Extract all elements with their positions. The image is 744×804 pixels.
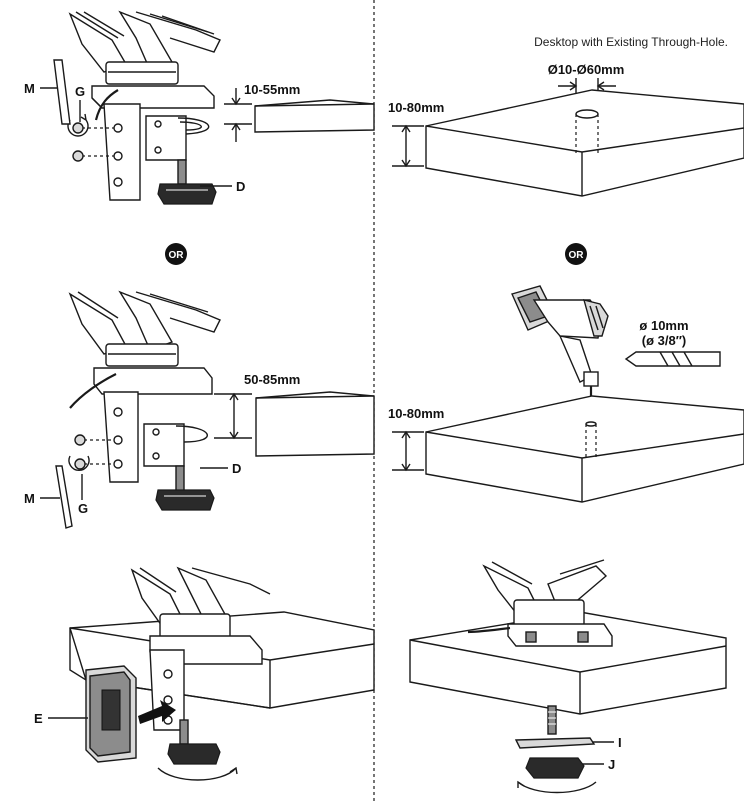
c-clamp	[143, 423, 208, 493]
label-g: G	[75, 84, 85, 99]
screw	[72, 150, 84, 162]
clamp-plate	[103, 103, 141, 201]
clamp-range-1: 10-55mm	[244, 82, 300, 97]
screw	[74, 434, 86, 446]
desk-slab	[255, 391, 375, 457]
pilot-hole	[585, 421, 597, 427]
drill-icon	[511, 285, 609, 418]
allen-key	[53, 59, 71, 125]
screw	[72, 122, 84, 134]
monitor-arm	[467, 559, 613, 647]
tightening-knob	[167, 743, 221, 765]
support-plate	[514, 737, 596, 749]
caption-existing-hole: Desktop with Existing Through-Hole.	[534, 35, 728, 49]
svg-text:OR: OR	[569, 250, 585, 261]
label-j: J	[608, 757, 615, 772]
c-clamp	[145, 115, 210, 185]
panel-install-grommet: I J	[409, 559, 727, 794]
tightening-knob	[155, 489, 215, 511]
label-m: M	[24, 491, 35, 506]
drill-bit-icon	[624, 351, 721, 367]
allen-key	[55, 465, 73, 529]
label-d: D	[236, 179, 245, 194]
screw	[74, 458, 86, 470]
threaded-rod	[547, 705, 557, 735]
desk-thickness-1: 10-80mm	[388, 100, 444, 115]
clamp-range-2: 50-85mm	[244, 372, 300, 387]
through-hole	[575, 109, 599, 119]
desk-slab	[409, 611, 727, 715]
desk-slab	[425, 89, 744, 197]
or-badge-left-1: OR	[165, 243, 187, 265]
panel-clamp-thick-desk: M G D 50-85mm	[24, 290, 375, 529]
drill-size-metric: ø 10mm	[639, 318, 688, 333]
tightening-knob	[157, 183, 217, 205]
insert-arrow	[138, 700, 176, 724]
hole-diameter: Ø10-Ø60mm	[548, 62, 625, 77]
or-badge-right: OR	[565, 243, 587, 265]
panel-drill-hole: ø 10mm (ø 3/8″) 10-80mm	[388, 285, 744, 503]
panel-clamp-thin-desk: M G D 10-55mm	[24, 10, 375, 205]
label-d: D	[232, 461, 241, 476]
label-g: G	[78, 501, 88, 516]
svg-text:OR: OR	[169, 250, 185, 261]
label-e: E	[34, 711, 43, 726]
label-m: M	[24, 81, 35, 96]
tightening-knob	[525, 757, 585, 779]
drill-size-imperial: (ø 3/8″)	[642, 333, 687, 348]
monitor-arm	[68, 10, 221, 121]
panel-existing-hole: Desktop with Existing Through-Hole. Ø10-…	[388, 35, 744, 197]
desk-slab	[254, 99, 375, 133]
label-i: I	[618, 735, 622, 750]
desk-slab	[425, 395, 744, 503]
clamp-cover	[85, 665, 137, 763]
panel-install-clamp: E	[34, 566, 375, 781]
desk-thickness-2: 10-80mm	[388, 406, 444, 421]
monitor-arm	[68, 290, 221, 409]
